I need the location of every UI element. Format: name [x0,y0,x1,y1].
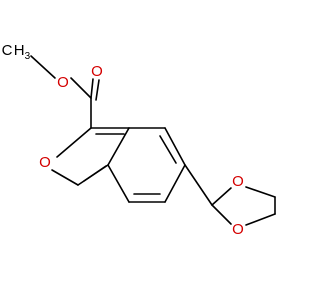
molecule-drawing: H3 C O O O O O [2,42,276,238]
ester-oxygen-single: O [57,74,69,91]
bond-o-top-ch2 [245,186,276,198]
bond-dioxolane-c-o-bottom [211,204,232,225]
bond-carbonyl-double-2 [95,79,100,101]
bond-methyl-ester-o [30,55,56,79]
bond-o-bottom-ch2 [245,213,276,226]
bond-ring-dioxolane-c [184,164,213,206]
bond-c1-o [56,127,92,158]
dioxolane-oxygen-bottom: O [232,221,244,238]
methyl-h: H [14,42,25,59]
bond-c3a-c7a [107,127,130,166]
bond-c7-c6-inner [159,135,177,164]
carbonyl-oxygen: O [91,63,103,80]
bond-c7-c6 [164,127,186,166]
bond-c3-c3a-inner [83,165,107,182]
methyl-c: C [2,42,13,59]
methyl-subscript: 3 [25,51,31,62]
bond-c6-c5 [164,164,186,203]
bond-ester-o-carbonyl-c [70,77,92,99]
dioxolane-oxygen-top: O [232,173,244,190]
bond-dioxolane-c-o-top [211,187,232,206]
bond-c4-c3a [107,164,130,203]
chemical-structure-canvas: H3 C O O O O O [1,41,276,238]
methyl-label: H3 [14,42,31,62]
bond-o-c3 [51,169,79,186]
furan-oxygen: O [39,154,51,171]
bond-carbonyl-double-1 [90,78,94,99]
